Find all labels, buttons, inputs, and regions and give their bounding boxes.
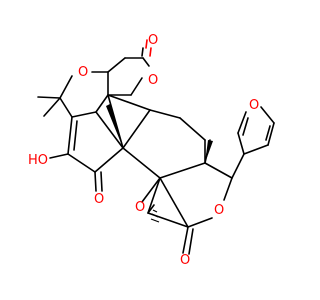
bond [107, 94, 124, 149]
bond [71, 111, 97, 118]
bond [107, 94, 151, 111]
bond [182, 226, 189, 254]
atom-label-oxygen: O [94, 192, 104, 207]
molecule-structure-diagram: O O O HO O O O O O [28, 33, 275, 268]
bond [145, 39, 148, 49]
atom-label-oxygen: O [214, 203, 224, 218]
bond [59, 75, 73, 99]
bond [147, 204, 155, 214]
stereo-bond-layer [106, 104, 213, 223]
atom-label-oxygen: O [148, 73, 158, 88]
wedge-bond [205, 140, 213, 163]
bond [267, 122, 275, 146]
bond [149, 47, 152, 57]
atom-label-oxygen: O [180, 253, 190, 268]
hash-bond [152, 209, 158, 213]
bond [149, 109, 181, 119]
bond [141, 47, 144, 57]
bond [142, 57, 150, 67]
wedge-bond [106, 104, 123, 148]
bond [122, 147, 161, 179]
atom-label-oxygen: O [249, 98, 259, 113]
bond [141, 177, 161, 203]
bond [95, 111, 124, 149]
bond [159, 162, 206, 179]
atom-label-oxygen: O [148, 33, 158, 48]
atom-label-oxygen: O [135, 200, 145, 215]
bond [237, 111, 247, 134]
bond [231, 153, 245, 179]
bond [179, 117, 206, 141]
bond [43, 97, 61, 117]
bond [107, 57, 126, 73]
hash-bond [150, 218, 160, 223]
bond [187, 217, 213, 228]
bond [67, 116, 73, 155]
bond [95, 94, 109, 113]
bond [237, 132, 245, 155]
hash-bond [151, 213, 159, 218]
bond [49, 153, 69, 159]
bond [204, 162, 233, 179]
bond [94, 147, 124, 173]
bond [159, 177, 189, 228]
bond [100, 171, 103, 192]
bond [67, 153, 96, 173]
bond [242, 117, 249, 136]
atom-label-hydroxyl: HO [28, 153, 48, 168]
bond [147, 177, 161, 214]
atom-label-layer: O O O HO O O O O O [28, 33, 259, 268]
bond [122, 109, 151, 149]
bond-layer [37, 39, 275, 255]
bond [260, 106, 275, 124]
bond [94, 171, 97, 192]
bond [59, 97, 73, 118]
atom-label-oxygen: O [78, 65, 88, 80]
bond [37, 96, 61, 99]
bond [265, 125, 271, 141]
bond [130, 77, 143, 96]
bond [243, 144, 269, 155]
bond [223, 177, 233, 201]
bond [73, 120, 78, 151]
bond [188, 228, 194, 255]
